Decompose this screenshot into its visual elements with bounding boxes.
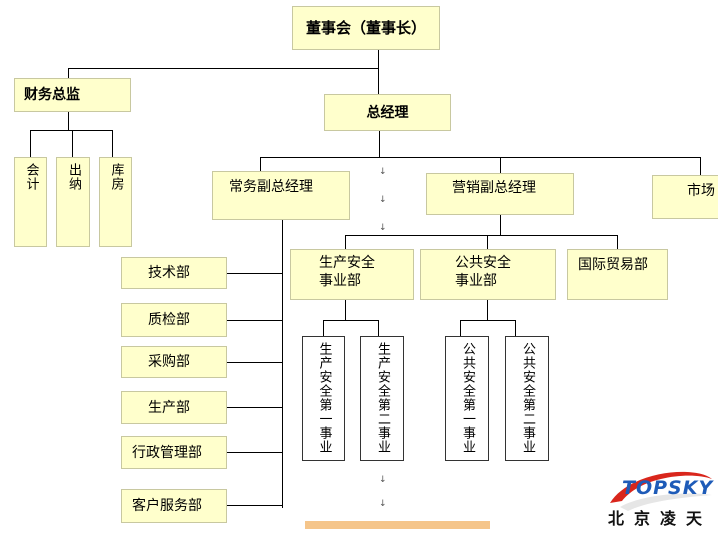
- connector: [700, 157, 701, 175]
- connector: [378, 320, 379, 338]
- department-label: 质检部: [148, 312, 190, 328]
- connector: [72, 130, 73, 157]
- finance-unit-label: 库房: [108, 163, 124, 191]
- connector: [500, 157, 501, 173]
- logo-wordmark: TOPSKY: [622, 477, 714, 499]
- connector: [345, 235, 617, 236]
- paragraph-mark: ↓: [379, 195, 387, 205]
- connector: [30, 130, 112, 131]
- paragraph-mark: ↓: [379, 223, 387, 233]
- board-box: 董事会（董事长）: [292, 6, 440, 50]
- vp-market-box: 市场: [652, 175, 718, 219]
- connector: [227, 320, 282, 321]
- connector: [30, 130, 31, 157]
- general-manager-label: 总经理: [366, 104, 409, 121]
- connector: [379, 131, 380, 158]
- vp-operations-label: 常务副总经理: [229, 179, 313, 195]
- department-label: 客户服务部: [132, 498, 202, 514]
- finance-director-label: 财务总监: [24, 87, 80, 103]
- department-label: 技术部: [148, 265, 190, 281]
- connector: [260, 157, 700, 158]
- connector: [68, 68, 378, 69]
- connector: [323, 320, 378, 321]
- logo-chinese: 北京凌天: [608, 509, 713, 528]
- sub-division-box: 生产安全第二事业: [360, 336, 404, 461]
- department-box: 采购部: [121, 346, 227, 378]
- connector: [68, 68, 69, 79]
- intl-trade-division-box: 国际贸易部: [567, 249, 668, 300]
- connector: [345, 300, 346, 320]
- connector: [227, 452, 282, 453]
- finance-unit-box: 库房: [99, 157, 132, 247]
- sub-division-label: 公共安全第一事业: [460, 342, 475, 454]
- connector: [282, 220, 283, 508]
- department-label: 生产部: [148, 399, 190, 416]
- vp-market-label: 市场: [687, 183, 715, 199]
- connector: [500, 215, 501, 235]
- vp-marketing-box: 营销副总经理: [426, 173, 574, 215]
- connector: [487, 235, 488, 249]
- sub-division-box: 生产安全第一事业: [302, 336, 345, 461]
- public-safety-division-box: 公共安全事业部: [420, 249, 556, 300]
- connector: [515, 320, 516, 338]
- connector: [617, 235, 618, 249]
- general-manager-box: 总经理: [324, 94, 451, 131]
- paragraph-mark: ↓: [379, 475, 387, 485]
- bottom-highlight-strip: [305, 521, 490, 529]
- connector: [323, 320, 324, 338]
- department-label: 行政管理部: [132, 444, 202, 461]
- department-label: 采购部: [148, 354, 190, 370]
- connector: [460, 320, 515, 321]
- finance-unit-box: 出纳: [56, 157, 90, 247]
- connector: [460, 320, 461, 338]
- department-box: 客户服务部: [121, 489, 227, 523]
- swoosh-icon: [610, 471, 712, 511]
- production-safety-division-box: 生产安全事业部: [290, 249, 414, 300]
- connector: [68, 112, 69, 130]
- finance-unit-box: 会计: [14, 157, 47, 247]
- department-box: 技术部: [121, 257, 227, 289]
- department-box: 生产部: [121, 391, 227, 424]
- public-safety-division-label: 公共安全事业部: [455, 255, 511, 289]
- topsky-logo: TOPSKY 北京凌天: [600, 465, 718, 529]
- sub-division-label: 公共安全第二事业: [520, 342, 535, 454]
- sub-division-box: 公共安全第二事业: [505, 336, 549, 461]
- intl-trade-division-label: 国际贸易部: [578, 257, 648, 273]
- board-label: 董事会（董事长）: [305, 19, 426, 37]
- production-safety-division-label: 生产安全事业部: [319, 255, 375, 289]
- connector: [487, 300, 488, 320]
- paragraph-mark: ↓: [379, 167, 387, 177]
- vp-marketing-label: 营销副总经理: [452, 180, 536, 196]
- sub-division-label: 生产安全第二事业: [375, 342, 390, 454]
- sub-division-label: 生产安全第一事业: [316, 342, 332, 454]
- finance-unit-label: 会计: [23, 163, 39, 191]
- connector: [378, 50, 379, 98]
- connector: [227, 273, 282, 274]
- finance-director-box: 财务总监: [14, 78, 131, 112]
- sub-division-box: 公共安全第一事业: [445, 336, 489, 461]
- connector: [227, 407, 282, 408]
- connector: [227, 362, 282, 363]
- department-box: 行政管理部: [121, 436, 227, 469]
- department-box: 质检部: [121, 303, 227, 337]
- vp-operations-box: 常务副总经理: [212, 171, 350, 220]
- connector: [112, 130, 113, 157]
- connector: [260, 157, 261, 171]
- paragraph-mark: ↓: [379, 499, 387, 509]
- connector: [227, 505, 282, 506]
- finance-unit-label: 出纳: [66, 163, 81, 191]
- connector: [345, 235, 346, 249]
